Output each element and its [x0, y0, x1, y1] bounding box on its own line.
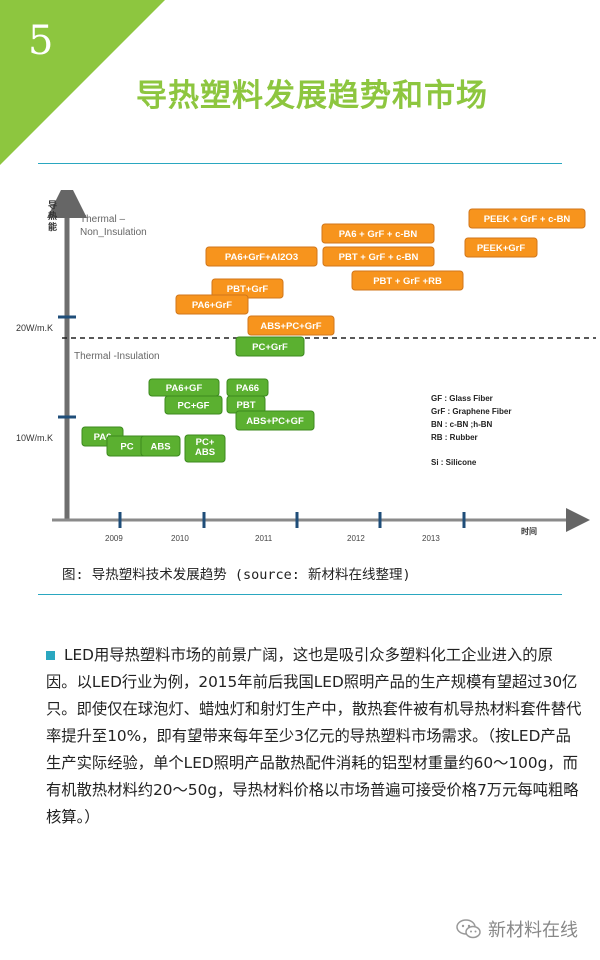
green-box-label: PA66	[236, 383, 259, 394]
green-box-label: PBT	[237, 400, 256, 411]
divider-top	[38, 163, 562, 164]
x-axis-label: 时间	[521, 526, 537, 536]
orange-box-rect	[321, 223, 435, 244]
orange-box: PBT + GrF +RB	[351, 270, 464, 291]
y-tick-label-20: 20W/m.K	[16, 323, 53, 333]
green-box-rect	[164, 395, 223, 415]
x-tick-label: 2011	[255, 534, 273, 543]
green-box-rect	[140, 435, 181, 457]
legend-item: GF : Glass Fiber	[431, 394, 493, 403]
green-box-label: ABS	[195, 447, 215, 458]
green-box-label: PC+GrF	[252, 342, 288, 353]
green-box-label: PA6+GF	[166, 383, 203, 394]
orange-box-label: PEEK+GrF	[477, 243, 526, 254]
x-tick-label: 2009	[105, 534, 123, 543]
region-label-non-insulation-2: Non_Insulation	[80, 227, 147, 238]
material-boxes: PA6 + GrF + c-BN PEEK + GrF + c-BN PA6+GrF…	[81, 208, 586, 463]
legend-item: BN : c-BN ;h-BN	[431, 420, 493, 429]
corner-triangle	[0, 0, 165, 165]
orange-box: PEEK + GrF + c-BN	[468, 208, 586, 229]
green-box-label: ABS	[150, 442, 170, 453]
green-box: ABS+PC+GF	[235, 410, 315, 431]
watermark: 新材料在线	[456, 916, 578, 942]
x-ticks: 2009 2010 2011 2012 2013	[105, 512, 466, 543]
green-box: PA6+GF	[148, 378, 220, 397]
green-box-label: PC+GF	[178, 401, 210, 412]
legend-item: GrF : Graphene Fiber	[431, 407, 511, 416]
orange-box: PBT + GrF + c-BN	[322, 246, 435, 267]
orange-box-label: PEEK + GrF + c-BN	[484, 214, 571, 225]
green-box-label: PC	[120, 442, 133, 453]
body-paragraph-text: LED用导热塑料市场的前景广阔，这也是吸引众多塑料化工企业进入的原因。以LED行…	[46, 646, 582, 826]
trend-chart: 2009 2010 2011 2012 2013 导 热 能 时间 20W/m.K 10…	[16, 190, 596, 543]
orange-box-rect	[468, 208, 586, 229]
y-tick-label-10: 10W/m.K	[16, 433, 53, 443]
orange-box-rect	[351, 270, 464, 291]
orange-box-label: PA6+GrF+Al2O3	[225, 252, 298, 263]
y-axis-label-1: 导	[48, 200, 57, 210]
page-title: 导热塑料发展趋势和市场	[136, 78, 488, 114]
green-box: PA66	[226, 378, 269, 397]
orange-box-label: PBT + GrF +RB	[373, 276, 442, 287]
figure-caption: 图: 导热塑料技术发展趋势 (source: 新材料在线整理)	[62, 567, 411, 583]
legend-item: RB : Rubber	[431, 433, 478, 442]
legend: GF : Glass Fiber GrF : Graphene Fiber BN…	[431, 394, 511, 467]
orange-box: PA6+GrF	[175, 294, 249, 315]
legend-item: Si : Silicone	[431, 458, 477, 467]
green-box-label: PC+	[196, 437, 215, 448]
green-box-label: ABS+PC+GF	[246, 416, 304, 427]
orange-box-rect	[247, 315, 335, 336]
body-paragraph: LED用导热塑料市场的前景广阔，这也是吸引众多塑料化工企业进入的原因。以LED行…	[46, 642, 582, 831]
orange-box: PA6 + GrF + c-BN	[321, 223, 435, 244]
x-tick-label: 2013	[422, 534, 440, 543]
orange-box-label: PBT+GrF	[227, 284, 269, 295]
green-box: ABS	[140, 435, 181, 457]
orange-box: ABS+PC+GrF	[247, 315, 335, 336]
x-tick-label: 2010	[171, 534, 189, 543]
y-axis-label-2: 热	[48, 210, 57, 221]
orange-box-label: PBT + GrF + c-BN	[339, 252, 419, 263]
green-box-rect	[184, 434, 226, 463]
region-label-insulation: Thermal -Insulation	[74, 351, 160, 362]
green-box: PBT	[226, 395, 266, 414]
section-number: 5	[28, 18, 54, 64]
orange-box: PA6+GrF+Al2O3	[205, 246, 318, 267]
orange-box-rect	[464, 237, 538, 258]
green-box-label: PA6	[94, 432, 112, 443]
green-box: PC+GrF	[235, 336, 305, 357]
orange-box-label: ABS+PC+GrF	[260, 321, 321, 332]
y-axis-label-3: 能	[48, 221, 57, 232]
region-label-non-insulation-1: Thermal –	[80, 214, 125, 225]
divider-bottom	[38, 594, 562, 595]
watermark-text: 新材料在线	[488, 920, 578, 941]
green-box-rect	[235, 336, 305, 357]
orange-box-rect	[322, 246, 435, 267]
green-box: PC+ABS	[184, 434, 226, 463]
green-box: PC+GF	[164, 395, 223, 415]
bullet-square	[46, 651, 55, 660]
orange-box-rect	[205, 246, 318, 267]
green-box-rect	[235, 410, 315, 431]
x-tick-label: 2012	[347, 534, 365, 543]
orange-box-rect	[175, 294, 249, 315]
orange-box-label: PA6 + GrF + c-BN	[339, 229, 418, 240]
orange-box: PEEK+GrF	[464, 237, 538, 258]
wechat-icon	[456, 919, 481, 939]
orange-box-label: PA6+GrF	[192, 300, 232, 311]
